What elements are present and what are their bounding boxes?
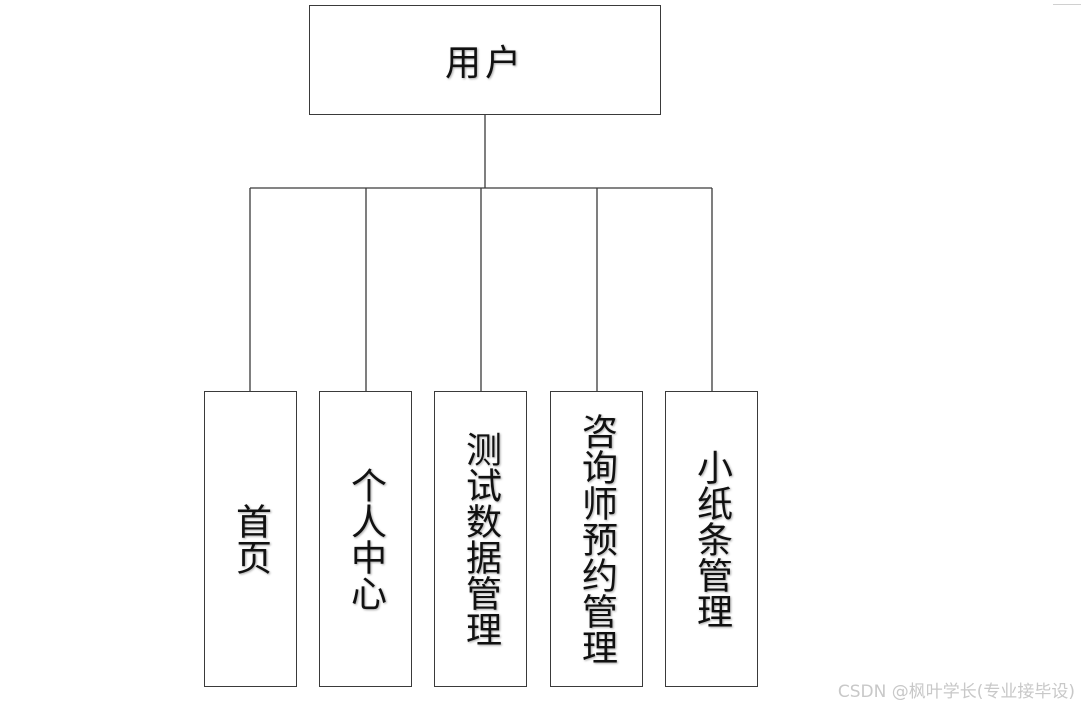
child-node-home: 首页 — [204, 391, 297, 687]
child-node-label: 咨询师预约管理 — [576, 413, 617, 665]
root-node-label: 用户 — [444, 43, 525, 84]
root-node-user: 用户 — [309, 5, 661, 115]
child-node-label: 测试数据管理 — [460, 431, 501, 647]
child-node-personal-center: 个人中心 — [319, 391, 412, 687]
child-node-label: 个人中心 — [345, 467, 386, 611]
watermark: CSDN @枫叶学长(专业接毕设) — [837, 682, 1075, 702]
child-node-label: 首页 — [230, 503, 271, 575]
child-node-label: 小纸条管理 — [691, 449, 732, 629]
child-node-counselor-appointment-management: 咨询师预约管理 — [550, 391, 643, 687]
child-node-test-data-management: 测试数据管理 — [434, 391, 527, 687]
corner-mark — [1053, 0, 1081, 5]
child-node-note-management: 小纸条管理 — [665, 391, 758, 687]
